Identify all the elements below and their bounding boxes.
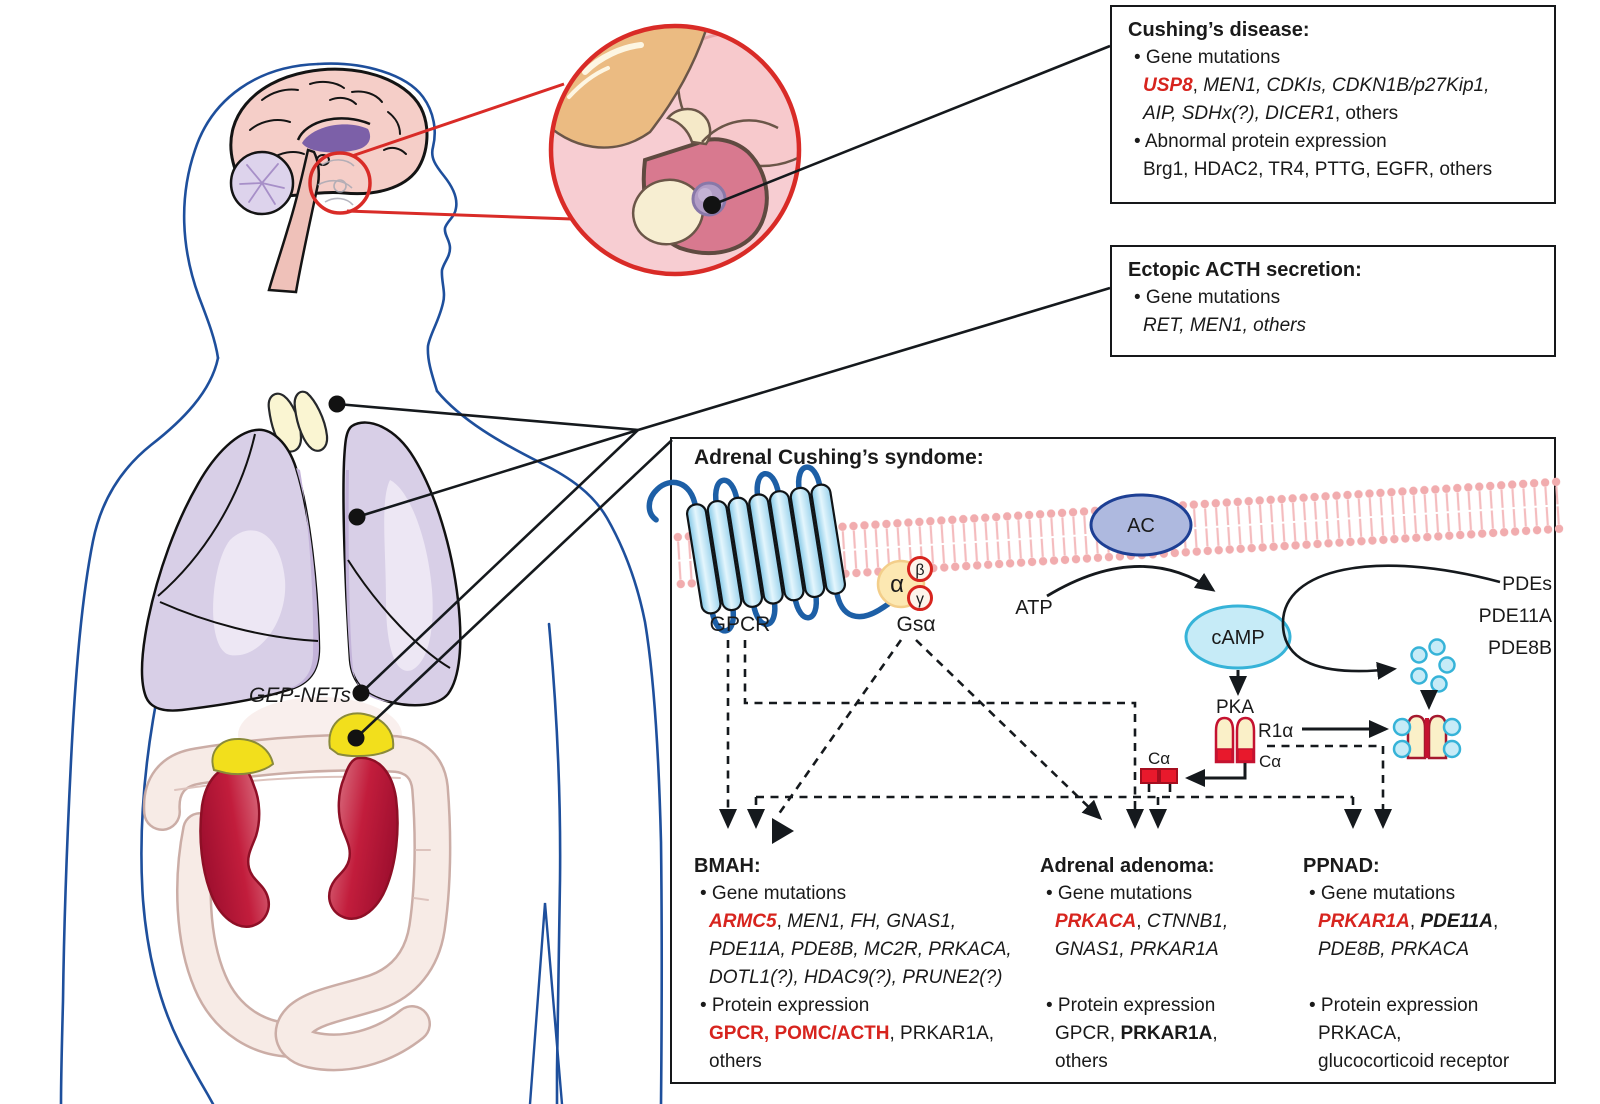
bmah-line: • Gene mutations — [700, 883, 847, 904]
adenoma-column: Adrenal adenoma: • Gene mutations PRKACA… — [1040, 852, 1228, 1076]
left-kidney — [199, 764, 270, 928]
gamma-label: γ — [916, 591, 924, 608]
lung-dot — [348, 508, 366, 526]
adenoma-line: others — [1055, 1051, 1108, 1072]
bmah-title: BMAH: — [694, 855, 761, 877]
camp-molecule-cluster — [1410, 638, 1456, 693]
gsa-to-adenoma-dashed — [915, 639, 1103, 821]
dashed-network — [719, 639, 1392, 829]
brainstem — [267, 148, 321, 294]
pka-label: PKA — [1216, 697, 1254, 718]
corpus-callosum — [302, 124, 371, 153]
ca-free-label: Cα — [1148, 749, 1170, 768]
alpha-label: α — [890, 571, 904, 598]
lungs — [140, 421, 462, 712]
pituitary-inset — [548, 23, 802, 277]
adenoma-title: Adrenal adenoma: — [1040, 855, 1215, 877]
ectopic-box-text: Ectopic ACTH secretion: • Gene mutations… — [1128, 256, 1362, 340]
kidneys — [199, 712, 399, 928]
adrenal-box-title: Adrenal Cushing’s syndome: — [694, 446, 984, 469]
ppnad-line: PRKACA, — [1318, 1023, 1402, 1044]
adenoma-line: PRKACA, CTNNB1, — [1055, 911, 1229, 932]
ectopic-title: Ectopic ACTH secretion: — [1128, 259, 1362, 281]
ppnad-column: PPNAD: • Gene mutations PRKAR1A, PDE11A,… — [1303, 852, 1509, 1076]
gpcr-label: GPCR — [710, 613, 771, 636]
pde11a-label: PDE11A — [1479, 605, 1552, 627]
adenoma-line: • Protein expression — [1046, 995, 1216, 1016]
complex-to-ppnad-dashed — [1267, 744, 1392, 829]
ppnad-line: • Protein expression — [1309, 995, 1479, 1016]
bmah-column: BMAH: • Gene mutations ARMC5, MEN1, FH, … — [694, 852, 1012, 1076]
adenoma-line: • Gene mutations — [1046, 883, 1193, 904]
ac-label: AC — [1127, 515, 1155, 537]
ectopic-acth-box — [1110, 245, 1556, 357]
bmah-line: others — [709, 1051, 762, 1072]
ppnad-line: PDE8B, PRKACA — [1318, 939, 1469, 960]
gep-nets-label: GEP-NETs — [249, 684, 351, 707]
pde-cycle-arrow — [1281, 564, 1501, 680]
ppnad-line: glucocorticoid receptor — [1318, 1051, 1510, 1072]
cushings-box-text: Cushing’s disease: • Gene mutations USP8… — [1128, 16, 1492, 184]
gpcr-receptor — [646, 464, 912, 634]
gsa-to-bmah-arrowhead — [772, 818, 794, 844]
free-c-alpha: Cα — [1140, 749, 1178, 784]
ectopic-line: • Gene mutations — [1134, 287, 1281, 308]
adenoma-line — [1040, 964, 1228, 992]
camp-label: cAMP — [1211, 627, 1264, 649]
callout-lines — [336, 44, 1111, 739]
bmah-line: ARMC5, MEN1, FH, GNAS1, — [709, 911, 957, 932]
camp-node: cAMP — [1184, 604, 1292, 670]
ectopic-line: RET, MEN1, others — [1143, 315, 1306, 336]
pde8b-label: PDE8B — [1488, 637, 1552, 659]
pituitary-region-detail — [317, 159, 355, 206]
gsa-label: Gsα — [897, 613, 936, 636]
right-kidney — [328, 756, 399, 920]
ppnad-line: • Gene mutations — [1309, 883, 1456, 904]
callout-dots — [328, 196, 721, 747]
ppnad-title: PPNAD: — [1303, 855, 1380, 877]
atp-to-camp-arrow — [1046, 565, 1216, 598]
atp-label: ATP — [1015, 597, 1052, 619]
bmah-line: GPCR, POMC/ACTH, PRKAR1A, — [709, 1023, 995, 1044]
adenylyl-cyclase: AC — [1089, 493, 1193, 557]
adrenal-dot — [347, 729, 365, 747]
cushings-line: • Gene mutations — [1134, 47, 1281, 68]
bmah-line: PDE11A, PDE8B, MC2R, PRKACA, — [709, 939, 1012, 960]
bmah-line: DOTL1(?), HDAC9(?), PRUNE2(?) — [709, 967, 1003, 988]
inset-ring — [548, 23, 802, 277]
beta-label: β — [915, 562, 924, 579]
pdes-label: PDEs — [1502, 573, 1552, 595]
bmah-line: • Protein expression — [700, 995, 870, 1016]
pituitary-dot — [703, 196, 721, 214]
cushings-line: AIP, SDHx(?), DICER1, others — [1143, 103, 1399, 124]
gs-alpha-complex: α β γ — [876, 556, 933, 611]
r1a-label: R1α — [1258, 721, 1293, 742]
brain-illustration — [229, 67, 573, 294]
cushings-disease-box — [1110, 5, 1556, 204]
cushings-line: Brg1, HDAC2, TR4, PTTG, EGFR, others — [1143, 159, 1493, 180]
cushings-title: Cushing’s disease: — [1128, 19, 1310, 41]
ppnad-line — [1303, 964, 1509, 992]
inset-stalk — [665, 107, 712, 146]
cushings-line: USP8, MEN1, CDKIs, CDKN1B/p27Kip1, — [1143, 75, 1490, 96]
pka-holoenzyme: R1α Cα — [1214, 716, 1293, 771]
ca-pka-label: Cα — [1259, 752, 1281, 771]
pka-to-free-ca-arrow — [1185, 763, 1247, 787]
adenoma-line: GNAS1, PRKAR1A — [1055, 939, 1219, 960]
cushings-line: • Abnormal protein expression — [1134, 131, 1387, 152]
left-adrenal — [211, 737, 275, 776]
pituitary-highlight-circle — [308, 151, 372, 215]
brain-gyri — [249, 80, 407, 161]
ppnad-line: PRKAR1A, PDE11A, — [1318, 911, 1499, 932]
gpcr-to-adenoma-dashed — [743, 640, 1144, 829]
camp-bound-pka-complex — [1392, 714, 1462, 760]
adenoma-line: GPCR, PRKAR1A, — [1055, 1023, 1218, 1044]
gsa-to-bmah-dashed — [774, 639, 903, 819]
gep-nets-dot — [352, 684, 370, 702]
thymus-dot — [328, 395, 346, 413]
